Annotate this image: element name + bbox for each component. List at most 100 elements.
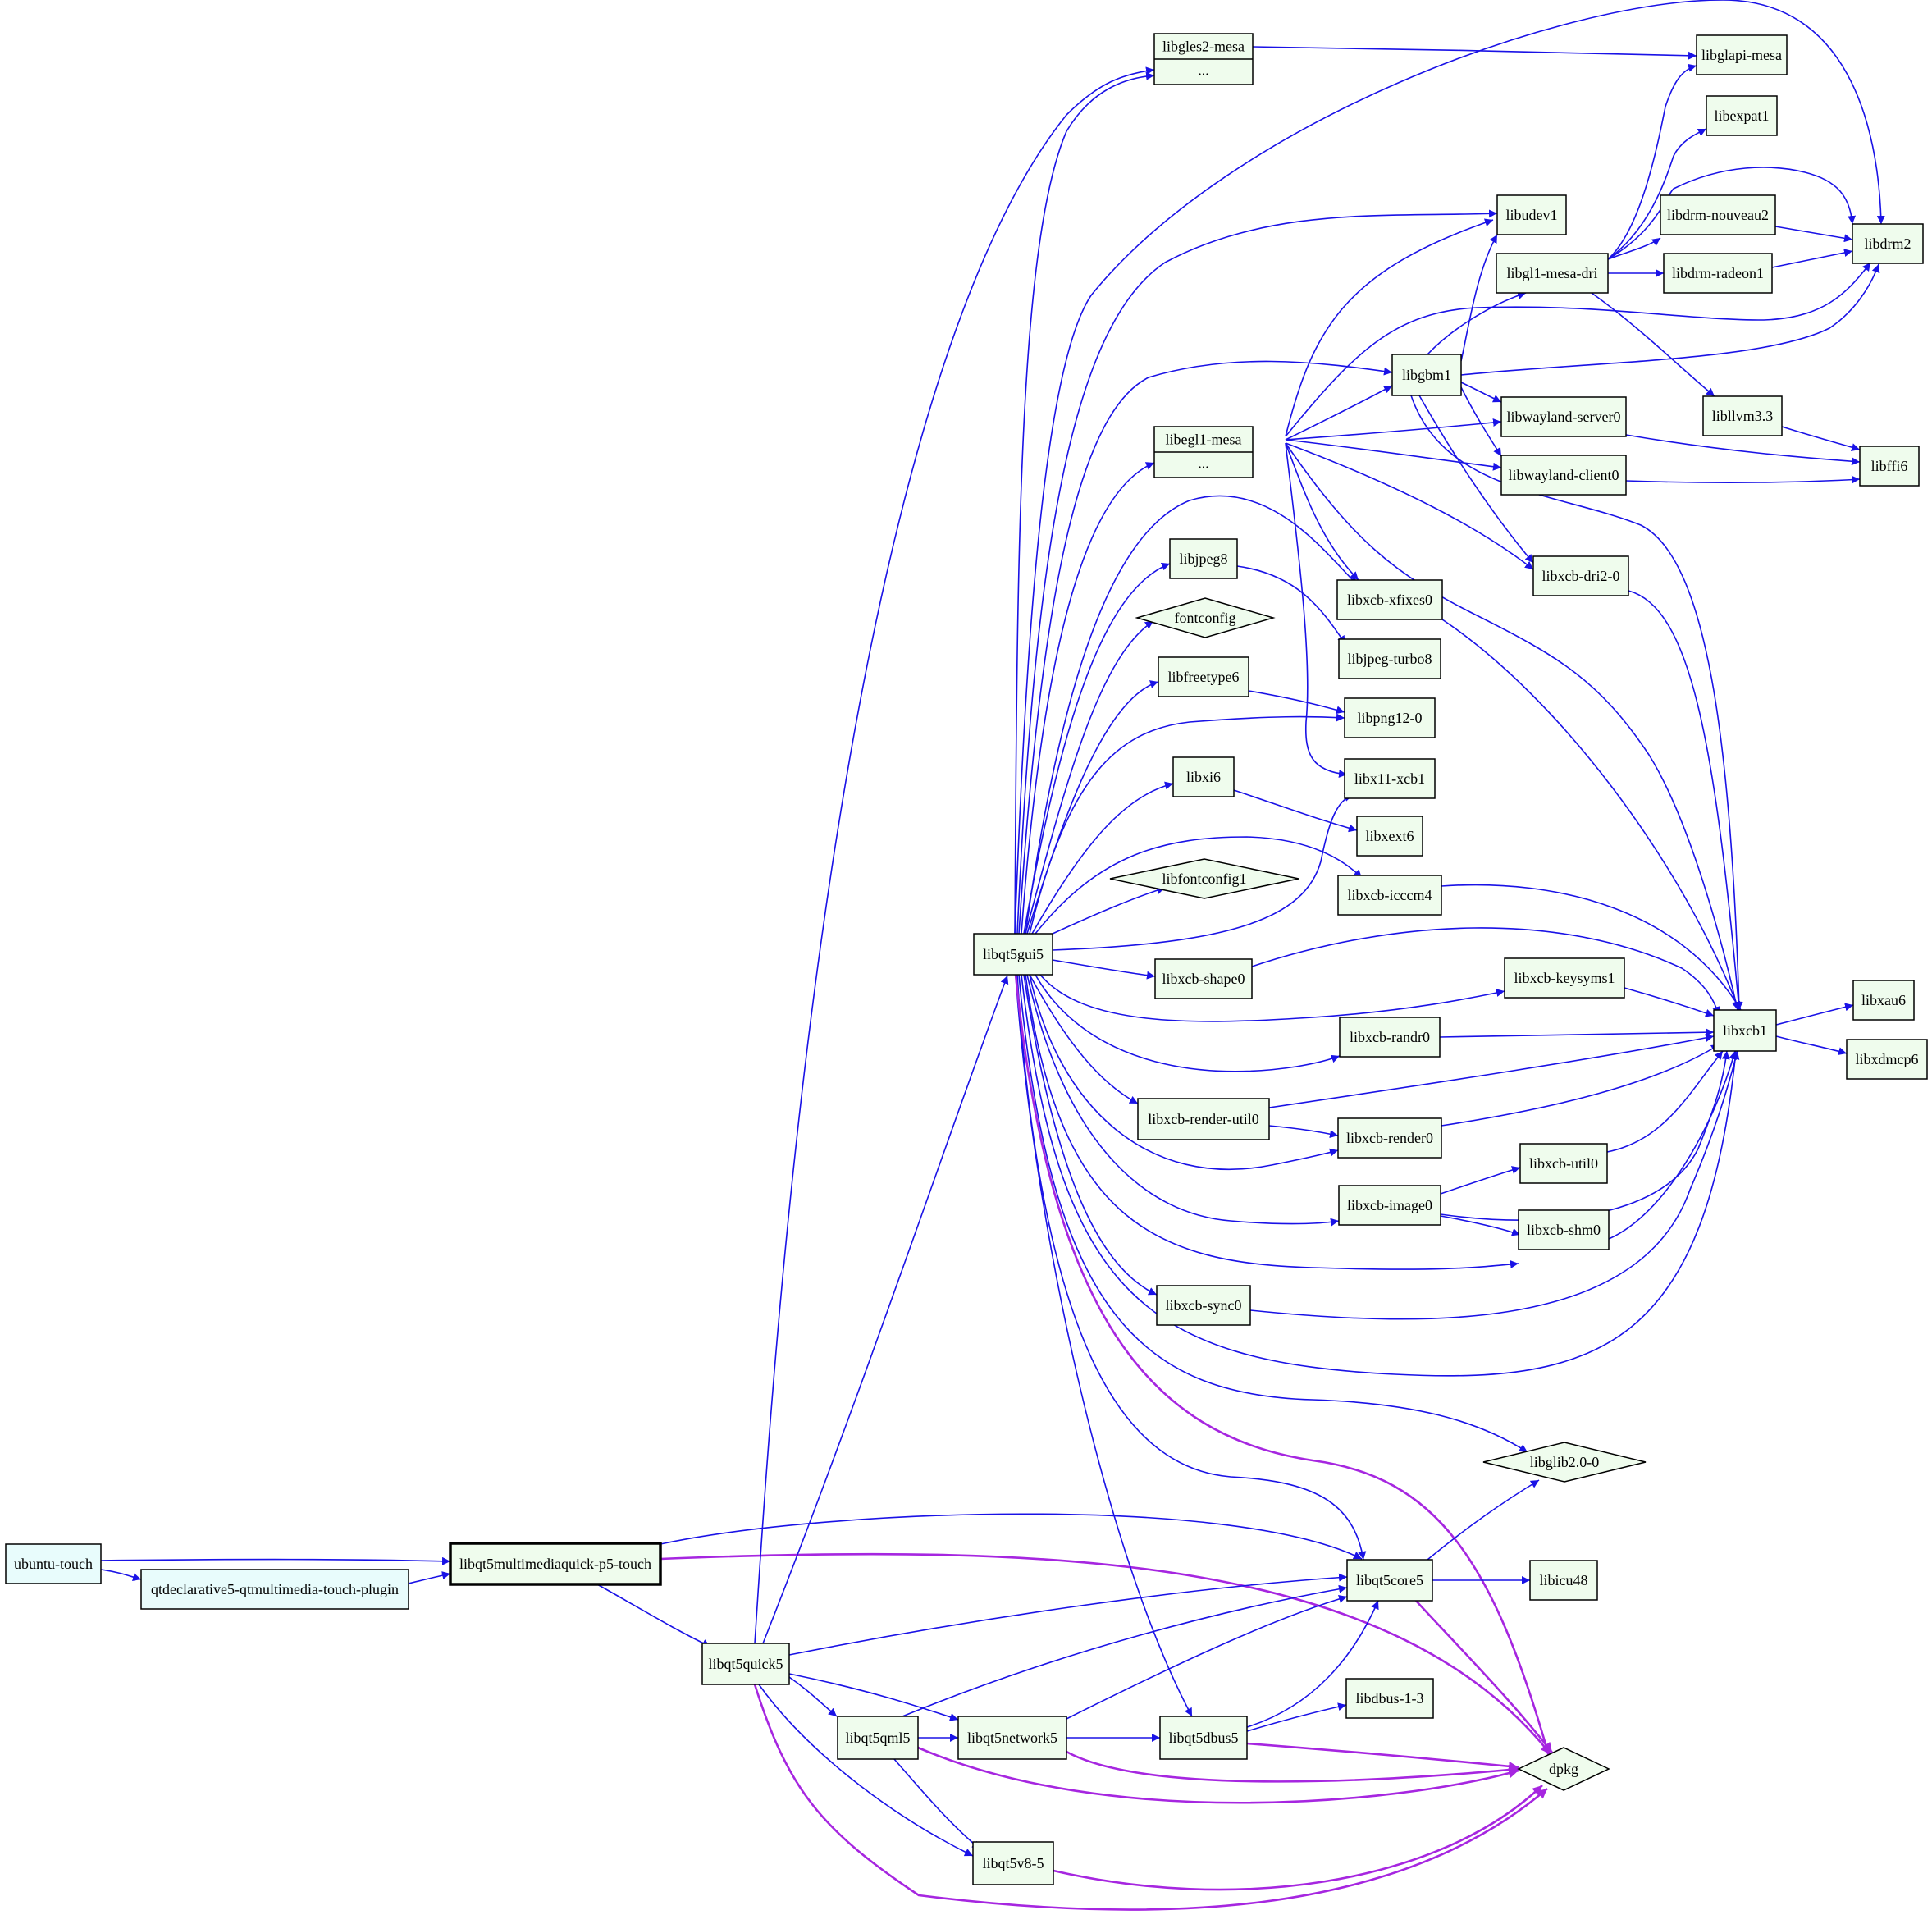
node-libxdmcp6[interactable]: libxdmcp6	[1846, 1039, 1928, 1080]
node-libglib2-0-0[interactable]: libglib2.0-0	[1482, 1442, 1647, 1483]
edge-libqt5gui5-to-libxcb-randr0	[1035, 974, 1341, 1072]
node-shape	[1337, 1117, 1442, 1159]
node-libxcb-icccm4[interactable]: libxcb-icccm4	[1337, 875, 1442, 916]
node-shape	[1158, 656, 1249, 697]
node-label: libxi6	[1186, 769, 1221, 785]
edge-libqt5qml5-to-libqt5core5	[902, 1584, 1348, 1717]
node-libqt5quick5[interactable]: libqt5quick5	[701, 1643, 790, 1685]
edge-libdrm-nouveau2-to-libdrm2	[1774, 226, 1853, 243]
node-libjpeg8[interactable]: libjpeg8	[1169, 538, 1238, 579]
node-libfreetype6[interactable]: libfreetype6	[1158, 656, 1249, 697]
node-qtdeclarative5-qtmultimedia-touch-plugin[interactable]: qtdeclarative5-qtmultimedia-touch-plugin	[140, 1569, 409, 1610]
edge-libegl1-mesa-to-libgbm1	[1285, 385, 1393, 441]
edge-libqt5quick5-to-libqt5gui5	[762, 975, 1009, 1644]
node-libexpat1[interactable]: libexpat1	[1706, 95, 1778, 136]
node-libjpeg-turbo8[interactable]: libjpeg-turbo8	[1338, 638, 1441, 679]
node-label: libfontconfig1	[1162, 871, 1247, 887]
node-libxcb-dri2-0[interactable]: libxcb-dri2-0	[1532, 555, 1629, 596]
node-shape	[1500, 455, 1627, 496]
node-libdrm2[interactable]: libdrm2	[1852, 223, 1924, 264]
node-sublabel: ...	[1198, 62, 1209, 79]
node-label: libxcb-icccm4	[1348, 887, 1432, 903]
node-libqt5network5[interactable]: libqt5network5	[957, 1716, 1067, 1760]
edge-libqt5quick5-to-libqt5qml5	[788, 1676, 838, 1717]
node-libxcb-randr0[interactable]: libxcb-randr0	[1339, 1017, 1441, 1058]
node-libxcb-util0[interactable]: libxcb-util0	[1519, 1143, 1608, 1184]
node-libxi6[interactable]: libxi6	[1172, 756, 1235, 797]
node-shape	[1713, 1009, 1777, 1052]
node-shape	[1344, 758, 1436, 799]
node-libxcb-xfixes0[interactable]: libxcb-xfixes0	[1336, 579, 1443, 620]
edge-libqt5gui5-to-libudev1	[1016, 209, 1498, 935]
node-libdrm-nouveau2[interactable]: libdrm-nouveau2	[1660, 194, 1776, 235]
node-libpng12-0[interactable]: libpng12-0	[1344, 697, 1436, 738]
node-libxcb-shm0[interactable]: libxcb-shm0	[1518, 1209, 1610, 1250]
node-libqt5core5[interactable]: libqt5core5	[1346, 1559, 1433, 1602]
node-libgles2-mesa[interactable]: libgles2-mesa...	[1153, 33, 1254, 85]
edge-libqt5gui5-to-libxcb-sync0	[1023, 974, 1158, 1296]
node-libdrm-radeon1[interactable]: libdrm-radeon1	[1663, 253, 1773, 294]
node-label: libdbus-1-3	[1356, 1690, 1424, 1707]
edge-libxcb-xfixes0-to-libxcb1	[1441, 619, 1741, 1011]
node-libglapi-mesa[interactable]: libglapi-mesa	[1696, 34, 1788, 75]
node-libwayland-client0[interactable]: libwayland-client0	[1500, 455, 1627, 496]
node-label: libjpeg8	[1180, 551, 1228, 567]
node-libx11-xcb1[interactable]: libx11-xcb1	[1344, 758, 1436, 799]
node-dpkg[interactable]: dpkg	[1517, 1747, 1610, 1791]
node-libqt5gui5[interactable]: libqt5gui5	[973, 933, 1053, 976]
node-label: libwayland-client0	[1509, 467, 1619, 483]
edge-libqt5quick5-to-libqt5v8-5	[758, 1684, 974, 1857]
node-label: libicu48	[1540, 1572, 1588, 1588]
node-libqt5dbus5[interactable]: libqt5dbus5	[1159, 1716, 1248, 1760]
node-libllvm3-3[interactable]: libllvm3.3	[1702, 395, 1783, 436]
node-label: libqt5dbus5	[1168, 1730, 1238, 1746]
node-label: libxcb-randr0	[1350, 1029, 1430, 1045]
node-libwayland-server0[interactable]: libwayland-server0	[1500, 396, 1627, 437]
node-libxcb-keysyms1[interactable]: libxcb-keysyms1	[1504, 957, 1625, 999]
node-libqt5multimediaquick-p5-touch[interactable]: libqt5multimediaquick-p5-touch	[449, 1542, 662, 1586]
node-shape	[140, 1569, 409, 1610]
edge-libqt5quick5-to-libqt5network5	[788, 1673, 959, 1721]
edge-libdrm-radeon1-to-libdrm2	[1771, 249, 1853, 268]
node-libicu48[interactable]: libicu48	[1529, 1560, 1598, 1601]
node-shape	[1346, 1559, 1433, 1602]
node-libdbus-1-3[interactable]: libdbus-1-3	[1345, 1678, 1434, 1719]
node-shape	[1156, 1285, 1251, 1326]
edge-libqt5gui5-to-libqt5dbus5	[1015, 974, 1193, 1717]
edge-libgl1-mesa-dri-to-libglapi-mesa	[1607, 63, 1697, 260]
node-libgl1-mesa-dri[interactable]: libgl1-mesa-dri	[1496, 253, 1609, 294]
edge-libqt5core5-to-dpkg	[1415, 1600, 1554, 1753]
node-shape	[1696, 34, 1788, 75]
node-libxau6[interactable]: libxau6	[1852, 980, 1915, 1021]
node-shape	[1345, 1678, 1434, 1719]
node-shape	[1852, 223, 1924, 264]
node-label: libgles2-mesa	[1162, 39, 1245, 55]
edge-libwayland-client0-to-libffi6	[1625, 475, 1861, 484]
edge-libqt5quick5-to-libqt5core5	[788, 1573, 1348, 1656]
node-libxcb-shape0[interactable]: libxcb-shape0	[1154, 958, 1253, 999]
node-shape	[1496, 194, 1567, 235]
edge-ubuntu-touch-to-qtdeclarative5-qtmultimedia-touch-plugin	[100, 1569, 142, 1582]
node-label: dpkg	[1549, 1761, 1578, 1777]
edge-libqt5gui5-to-libjpeg8	[1023, 562, 1171, 935]
node-libegl1-mesa[interactable]: libegl1-mesa...	[1153, 426, 1254, 478]
node-libxcb-image0[interactable]: libxcb-image0	[1338, 1185, 1441, 1226]
node-fontconfig[interactable]: fontconfig	[1135, 597, 1276, 638]
node-label: libqt5qml5	[845, 1730, 910, 1746]
node-libxcb-render-util0[interactable]: libxcb-render-util0	[1137, 1098, 1270, 1140]
node-libxcb1[interactable]: libxcb1	[1713, 1009, 1777, 1052]
node-label: libxcb-shape0	[1162, 971, 1245, 987]
node-libgbm1[interactable]: libgbm1	[1391, 354, 1462, 396]
node-libxcb-render0[interactable]: libxcb-render0	[1337, 1117, 1442, 1159]
edge-libgbm1-to-libxcb1	[1410, 395, 1743, 1011]
node-libxcb-sync0[interactable]: libxcb-sync0	[1156, 1285, 1251, 1326]
node-libxext6[interactable]: libxext6	[1356, 816, 1423, 857]
node-libfontconfig1[interactable]: libfontconfig1	[1109, 858, 1299, 899]
node-libudev1[interactable]: libudev1	[1496, 194, 1567, 235]
node-ubuntu-touch[interactable]: ubuntu-touch	[5, 1543, 102, 1584]
node-shape	[1532, 555, 1629, 596]
node-libqt5qml5[interactable]: libqt5qml5	[837, 1716, 919, 1760]
node-libqt5v8-5[interactable]: libqt5v8-5	[972, 1841, 1054, 1885]
node-shape	[5, 1543, 102, 1584]
node-libffi6[interactable]: libffi6	[1859, 446, 1920, 487]
